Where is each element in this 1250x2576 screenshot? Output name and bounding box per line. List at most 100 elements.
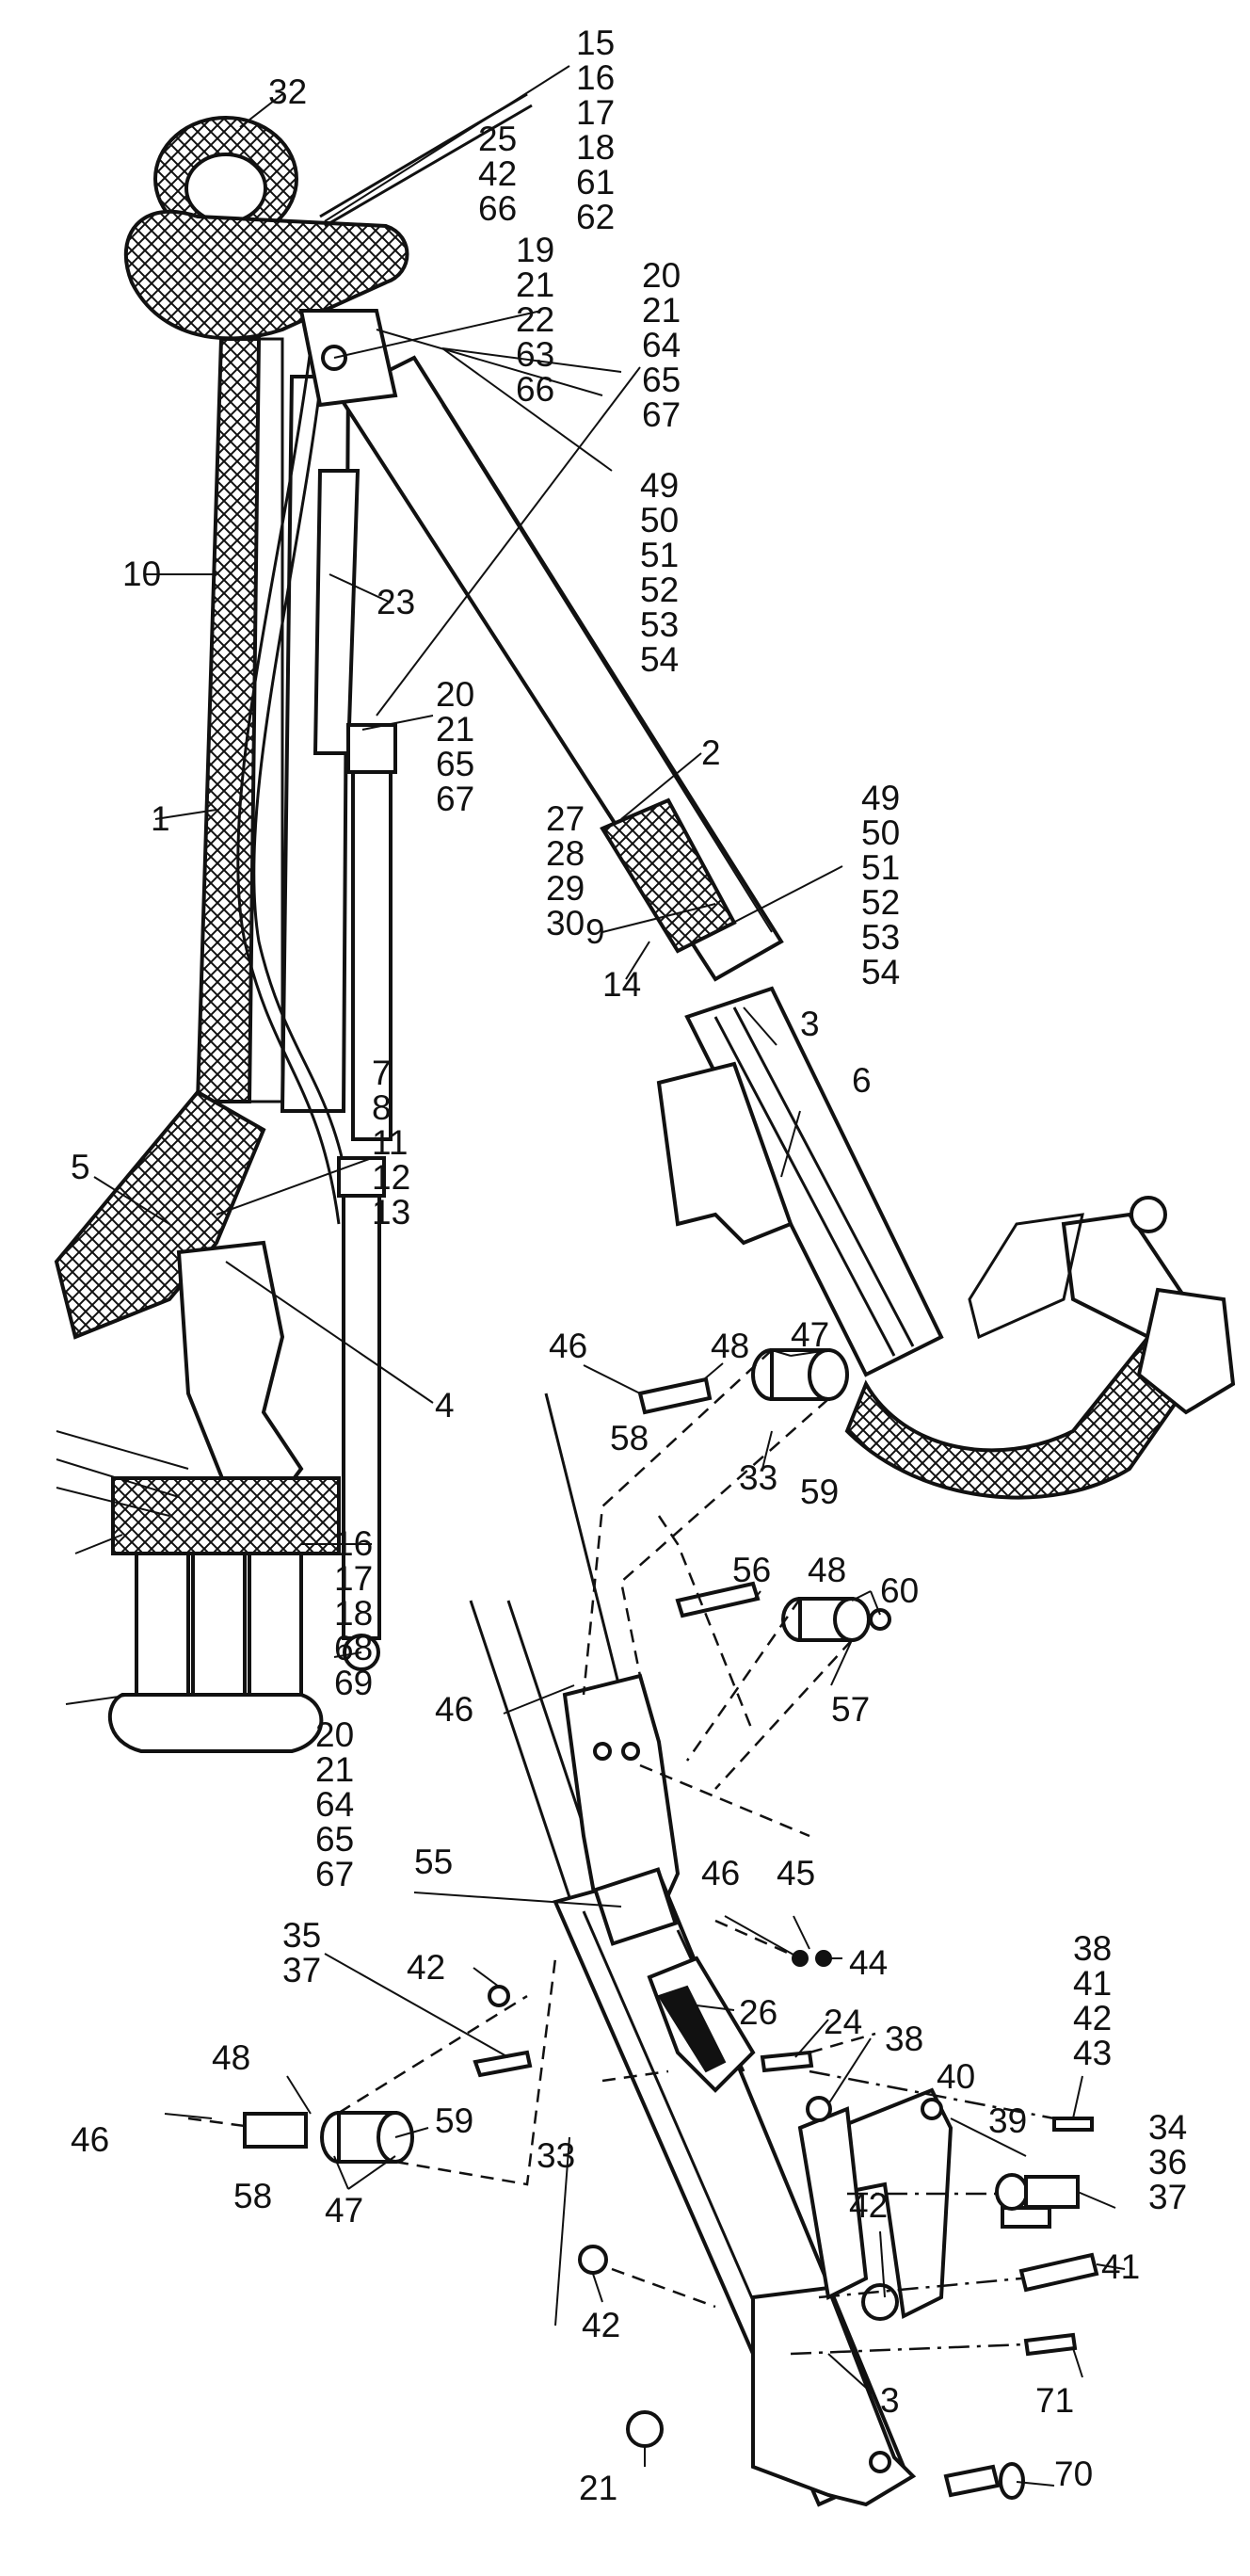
label-71: 71	[1035, 2381, 1074, 2420]
label-16: 16	[576, 58, 615, 97]
label-4: 4	[435, 1386, 455, 1425]
label-34: 34	[1148, 2108, 1187, 2147]
label-62: 62	[576, 198, 615, 236]
label-23: 23	[377, 583, 415, 621]
label-50: 50	[640, 501, 679, 539]
label-33b: 33	[537, 2136, 575, 2175]
label-35: 35	[282, 1916, 321, 1955]
label-65c: 65	[315, 1820, 354, 1859]
label-20b: 20	[436, 675, 474, 714]
label-2: 2	[701, 733, 721, 772]
label-15: 15	[576, 24, 615, 62]
base-plate	[108, 1693, 324, 1753]
mounting-bracket	[176, 1240, 304, 1509]
label-5: 5	[71, 1148, 90, 1186]
clamp-block	[592, 1867, 679, 1946]
label-68: 68	[334, 1629, 373, 1667]
label-37: 37	[282, 1951, 321, 1989]
label-26: 26	[739, 1993, 777, 2032]
label-46b: 46	[435, 1690, 473, 1729]
label-27: 27	[546, 799, 585, 838]
label-21e: 21	[579, 2469, 617, 2507]
label-60: 60	[880, 1571, 919, 1610]
label-47b: 47	[325, 2191, 363, 2230]
label-17: 17	[576, 93, 615, 132]
label-16b: 16	[334, 1524, 373, 1563]
label-69: 69	[334, 1664, 373, 1702]
label-30: 30	[546, 904, 585, 942]
label-70: 70	[1054, 2455, 1093, 2493]
label-18: 18	[576, 128, 615, 167]
label-47: 47	[791, 1315, 829, 1354]
label-41b: 41	[1101, 2247, 1140, 2286]
label-17b: 17	[334, 1559, 373, 1598]
label-50b: 50	[861, 813, 900, 852]
label-21d: 21	[315, 1750, 354, 1789]
top-hose-loop	[123, 209, 409, 341]
label-38b: 38	[1073, 1929, 1112, 1968]
lower-exploded-assembly	[187, 1348, 1099, 2507]
label-3b: 3	[880, 2381, 900, 2420]
leader-lines	[93, 65, 1126, 2487]
left-pin-set	[243, 2050, 533, 2164]
label-13: 13	[372, 1193, 410, 1232]
label-48c: 48	[212, 2038, 250, 2077]
assembly-guide-lines	[187, 1349, 1055, 2356]
label-20: 20	[642, 256, 681, 295]
label-59b: 59	[435, 2101, 473, 2140]
label-33: 33	[739, 1458, 777, 1497]
label-19: 19	[516, 231, 554, 269]
label-9: 9	[585, 912, 605, 951]
label-37b: 37	[1148, 2178, 1187, 2216]
label-21: 21	[516, 266, 554, 304]
label-49b: 49	[861, 779, 900, 817]
label-42d: 42	[849, 2186, 888, 2225]
upper-assembly-drawing	[54, 92, 1236, 1753]
hydraulic-cylinder	[312, 469, 361, 755]
label-29: 29	[546, 869, 585, 908]
label-42c: 42	[1073, 1999, 1112, 2037]
label-11: 11	[372, 1123, 408, 1162]
label-46: 46	[549, 1327, 587, 1365]
label-58: 58	[610, 1419, 649, 1457]
label-51: 51	[640, 536, 679, 574]
label-64: 64	[642, 326, 681, 364]
label-45: 45	[777, 1854, 815, 1892]
label-48: 48	[711, 1327, 749, 1365]
label-64b: 64	[315, 1785, 354, 1824]
label-12: 12	[372, 1158, 410, 1197]
label-36: 36	[1148, 2143, 1187, 2182]
canister-group	[135, 1552, 303, 1697]
end-effector-hatched	[844, 1334, 1198, 1500]
label-1: 1	[151, 799, 170, 838]
label-25: 25	[478, 120, 517, 158]
label-65: 65	[642, 361, 681, 399]
label-46c: 46	[701, 1854, 740, 1892]
label-32: 32	[268, 72, 307, 111]
label-65b: 65	[436, 745, 474, 783]
label-54b: 54	[861, 953, 900, 991]
label-43: 43	[1073, 2034, 1112, 2072]
label-49: 49	[640, 466, 679, 505]
label-56: 56	[732, 1551, 771, 1589]
label-59: 59	[800, 1473, 839, 1511]
label-21c: 21	[436, 710, 474, 749]
label-52b: 52	[861, 883, 900, 922]
label-61: 61	[576, 163, 615, 201]
label-67: 67	[642, 395, 681, 434]
label-67c: 67	[315, 1855, 354, 1893]
label-57: 57	[831, 1690, 870, 1729]
label-66b: 66	[516, 370, 554, 409]
label-52: 52	[640, 571, 679, 609]
label-18b: 18	[334, 1594, 373, 1633]
label-40: 40	[937, 2057, 975, 2096]
label-22: 22	[516, 300, 554, 339]
label-42: 42	[478, 154, 517, 193]
label-8: 8	[372, 1088, 392, 1127]
label-7: 7	[372, 1054, 392, 1092]
label-20c: 20	[315, 1715, 354, 1754]
bottom-hook-plate	[751, 2285, 917, 2507]
label-14: 14	[602, 965, 641, 1004]
upper-pin-set	[637, 1348, 849, 1415]
